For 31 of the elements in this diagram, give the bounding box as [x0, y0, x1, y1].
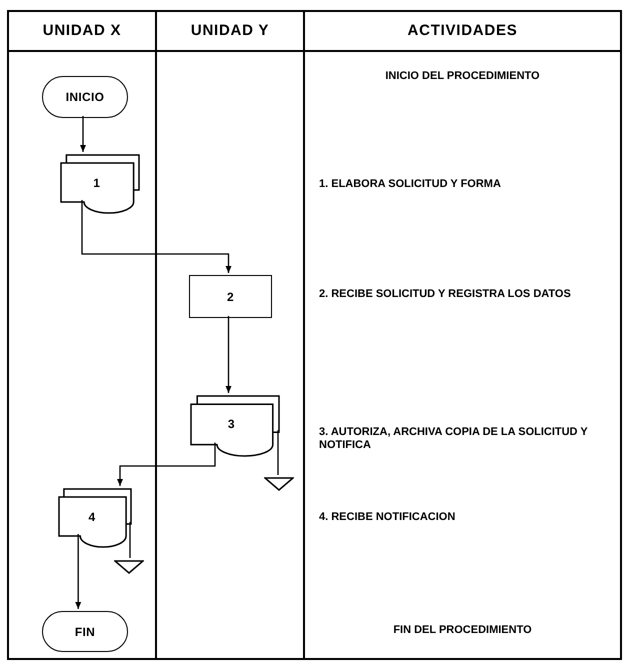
multi-document-symbol: [190, 395, 280, 457]
activity-text: 4. RECIBE NOTIFICACION: [319, 511, 456, 524]
activity-text: FIN DEL PROCEDIMIENTO: [392, 624, 533, 637]
step-label: 4: [88, 510, 96, 522]
activity-text: 1. ELABORA SOLICITUD Y FORMA: [319, 178, 502, 191]
archive-symbol: [114, 560, 144, 574]
terminal-shape: [42, 76, 128, 118]
step-label: 2: [227, 290, 234, 302]
connector-arrow: [75, 534, 82, 609]
activity-text: 2. RECIBE SOLICITUD Y REGISTRA LOS DATOS: [319, 288, 572, 301]
lane-header: UNIDAD Y: [190, 20, 270, 41]
step-label: INICIO: [66, 91, 104, 103]
connector-arrow: [81, 200, 232, 273]
step-label: FIN: [74, 626, 96, 638]
terminal-shape: [42, 611, 128, 652]
multi-document-symbol: [60, 154, 140, 214]
swimlane: [155, 10, 305, 660]
activity-text: INICIO DEL PROCEDIMIENTO: [384, 70, 541, 83]
activity-text: 3. AUTORIZA, ARCHIVA COPIA DE LA SOLICITUD Y NOTIFICA: [319, 426, 589, 452]
lane-header: UNIDAD X: [42, 20, 122, 41]
swimlane: [303, 10, 622, 660]
lane-header: ACTIVIDADES: [408, 20, 518, 41]
step-label: 3: [228, 418, 235, 430]
connector-arrow: [226, 316, 232, 393]
process-box: [189, 275, 272, 318]
connector-arrow: [80, 116, 86, 152]
archive-symbol: [264, 477, 294, 491]
step-label: 1: [93, 176, 100, 188]
multi-document-symbol: [58, 488, 132, 548]
swimlane: [7, 10, 157, 660]
connector-arrow: [117, 442, 216, 486]
